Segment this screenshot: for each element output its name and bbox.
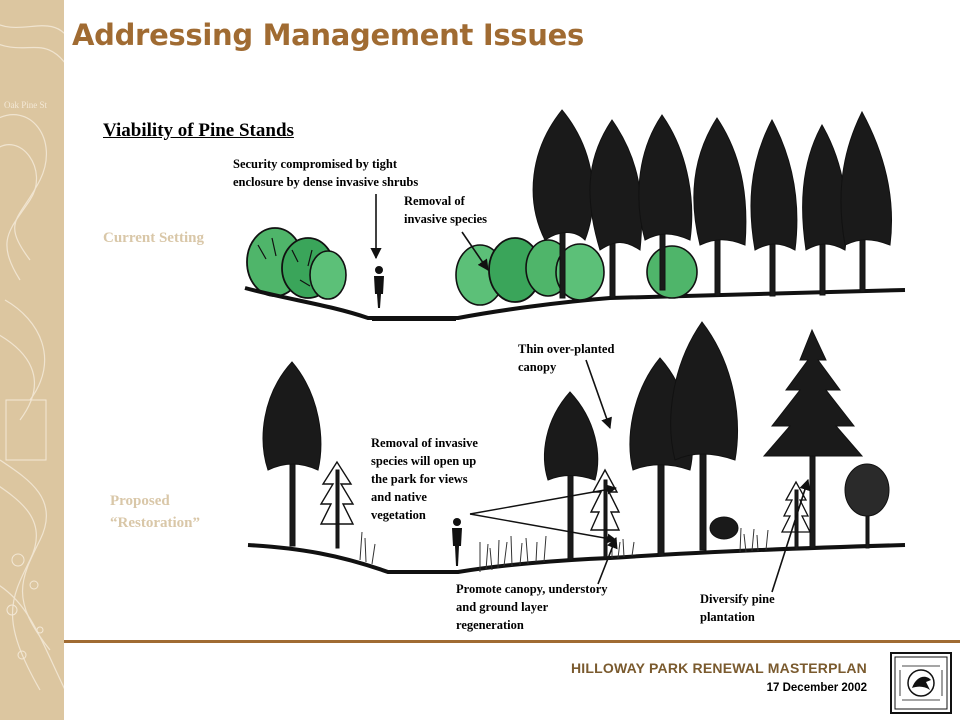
kestrel-design-group-logo [890, 652, 952, 714]
current-setting-label: Current Setting [103, 230, 204, 246]
annotation-removal-proposed: Removal of invasive species will open up… [371, 434, 521, 524]
footer-date: 17 December 2002 [766, 682, 867, 694]
annotation-line: Removal of invasive [371, 436, 478, 450]
annotation-line: Promote canopy, understory [456, 582, 608, 596]
annotation-removal-current: Removal of invasive species [404, 192, 524, 228]
arrow-thin-canopy [585, 359, 612, 430]
annotation-line: vegetation [371, 508, 426, 522]
arrow-views-upper [469, 484, 617, 515]
proposed-section [247, 321, 906, 593]
ground-layer-grasses [359, 527, 769, 572]
ground-profile-proposed [247, 543, 906, 574]
ground-profile-current [244, 286, 906, 320]
annotation-line: species will open up [371, 454, 477, 468]
current-section [244, 109, 906, 321]
annotation-line: the park for views [371, 472, 468, 486]
invasive-shrubs-left [246, 227, 347, 300]
annotation-promote: Promote canopy, understory and ground la… [456, 580, 666, 634]
annotation-line: Thin over-planted [518, 342, 615, 356]
annotation-security: Security compromised by tight enclosure … [233, 155, 463, 191]
arrow-removal-current [461, 231, 489, 271]
page-title: Addressing Management Issues [72, 18, 584, 52]
arrow-diversify [771, 478, 811, 593]
annotation-line: enclosure by dense invasive shrubs [233, 175, 419, 189]
annotation-thin-canopy: Thin over-planted canopy [518, 340, 658, 376]
annotation-line: Diversify pine [700, 592, 775, 606]
restored-trees [262, 321, 890, 561]
annotation-line: and native [371, 490, 427, 504]
annotation-line: plantation [700, 610, 755, 624]
annotation-diversify: Diversify pine plantation [700, 590, 820, 626]
annotation-line: invasive species [404, 212, 487, 226]
section-subtitle: Viability of Pine Stands [103, 120, 294, 141]
arrow-views-lower [469, 513, 617, 544]
footer-project-title: HILLOWAY PARK RENEWAL MASTERPLAN [570, 660, 867, 676]
pine-stand-current [532, 109, 892, 299]
decorative-map-strip: Oak Pine St [0, 0, 64, 720]
footer-divider [64, 640, 960, 643]
annotation-line: and ground layer [456, 600, 549, 614]
proposed-label-line1: Proposed [110, 493, 170, 509]
person-figure-current [374, 266, 384, 308]
person-figure-proposed [452, 518, 462, 566]
annotation-line: Removal of [404, 194, 465, 208]
proposed-label-line2: “Restoration” [110, 515, 200, 531]
annotation-line: canopy [518, 360, 557, 374]
arrow-promote [597, 536, 618, 585]
annotation-line: Security compromised by tight [233, 157, 397, 171]
proposed-restoration-label: Proposed “Restoration” [110, 490, 200, 534]
annotation-line: regeneration [456, 618, 524, 632]
map-street-label: Oak Pine St [4, 100, 48, 110]
map-contour-lines: Oak Pine St [0, 24, 64, 691]
